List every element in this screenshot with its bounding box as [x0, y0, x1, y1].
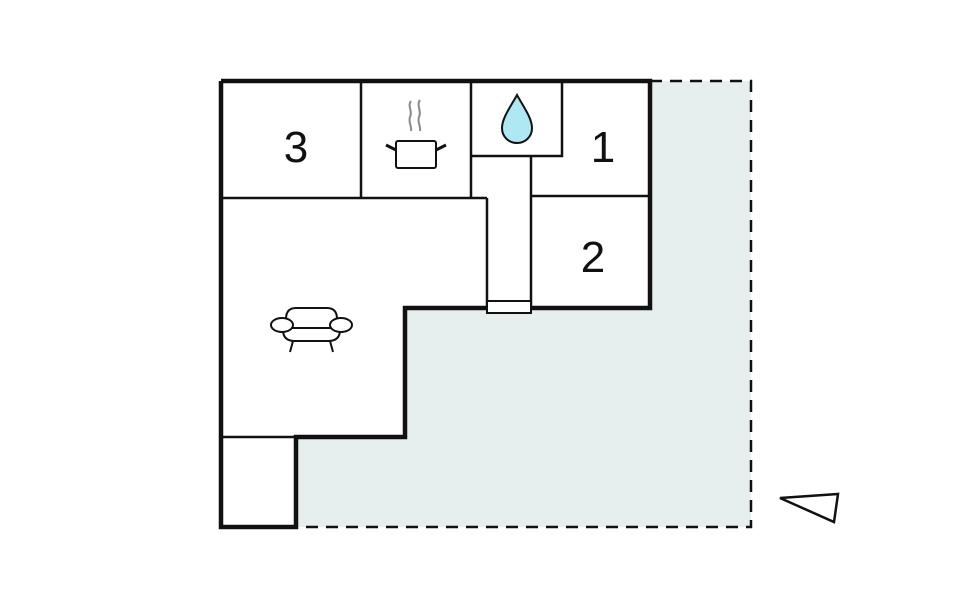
north-arrow-triangle-icon [779, 492, 840, 524]
terrace [296, 79, 753, 529]
water-drop-icon [500, 92, 534, 145]
room-label-3: 3 [284, 123, 308, 172]
interior-walls [221, 81, 650, 439]
sofa-icon [270, 307, 353, 353]
entrance-door [486, 300, 532, 314]
cooking-pot-icon [385, 99, 447, 169]
room-label-1: 1 [591, 123, 615, 172]
room-label-2: 2 [581, 233, 605, 282]
